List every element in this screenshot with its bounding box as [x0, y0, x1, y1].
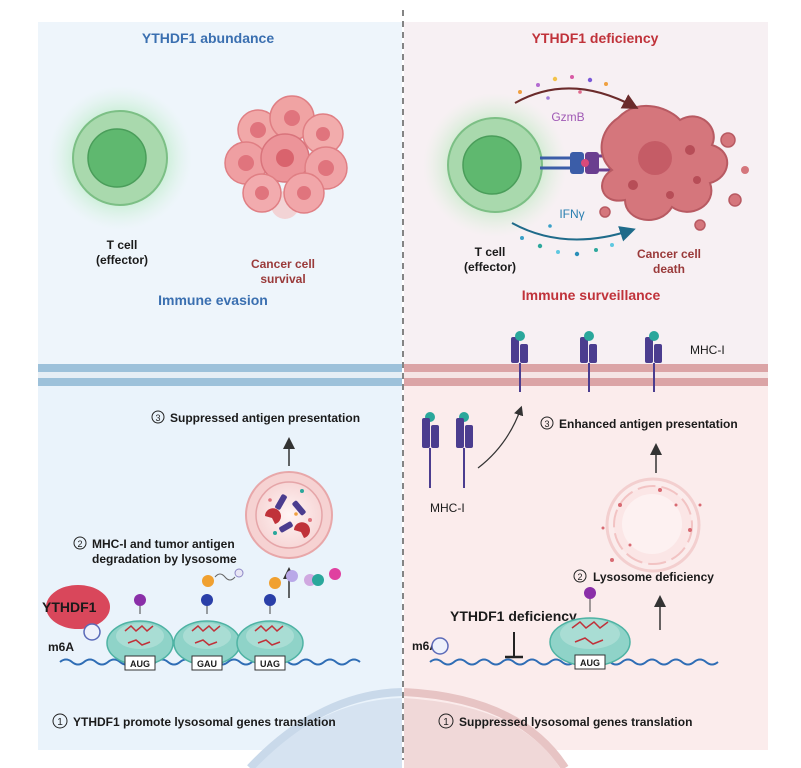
gzmb-label: GzmB [551, 110, 584, 124]
left-step1-badge [52, 713, 68, 729]
inhibition-symbol [505, 632, 523, 659]
left-membrane [38, 364, 402, 386]
right-step3-badge [540, 416, 554, 430]
mhc-surface-3 [645, 331, 662, 392]
right-tcell-label-1: T cell [475, 245, 506, 259]
gzmb-arrow [514, 75, 639, 109]
left-codon-box-2 [191, 655, 223, 671]
right-step2-text: Lysosome deficiency [593, 570, 714, 584]
mhc-label-left: MHC-I [430, 501, 465, 515]
nucleus-right-envelope [403, 688, 569, 768]
mhc-label-top: MHC-I [690, 343, 725, 357]
ythdf1-label: YTHDF1 [42, 599, 97, 615]
left-ribosome-1 [106, 594, 174, 666]
left-step3-num: 3 [155, 413, 160, 423]
left-codon-3: UAG [260, 659, 280, 669]
tcr-mhc-synapse [540, 152, 612, 174]
left-step2-line1: MHC-I and tumor antigen [92, 537, 235, 551]
right-cancer-label-2: death [653, 262, 685, 276]
left-ribosome-2 [173, 568, 244, 666]
right-step3-num: 3 [544, 419, 549, 429]
left-step2-badge [73, 536, 87, 550]
left-codon-2: GAU [197, 659, 217, 669]
right-step1-text: Suppressed lysosomal genes translation [459, 715, 692, 729]
left-tcell-label-2: (effector) [96, 253, 148, 267]
right-membrane [404, 364, 768, 386]
right-title: YTHDF1 deficiency [532, 30, 659, 46]
ythdf1-protein [46, 585, 110, 629]
mhc-internal-2 [456, 412, 473, 488]
right-outcome: Immune surveillance [522, 287, 661, 303]
left-m6a-mark [83, 623, 101, 641]
left-step3-text: Suppressed antigen presentation [170, 411, 360, 425]
right-tcell-label-2: (effector) [464, 260, 516, 274]
left-step2-line2: degradation by lysosome [92, 552, 237, 566]
right-codon: AUG [580, 658, 600, 668]
cancer-cell-cluster [224, 95, 348, 219]
right-step2-num: 2 [577, 572, 582, 582]
left-cancer-label-2: survival [260, 272, 305, 286]
left-cancer-label-1: Cancer cell [251, 257, 315, 271]
right-step3-text: Enhanced antigen presentation [559, 417, 738, 431]
left-ribosome-3 [236, 568, 341, 666]
mhc-surface-2 [580, 331, 597, 392]
right-m6a-label: m6A [412, 639, 438, 653]
left-step1-text: YTHDF1 promote lysosomal genes translati… [73, 715, 336, 729]
ythdf1-deficiency-label: YTHDF1 deficiency [450, 608, 577, 624]
left-codon-box-1 [124, 655, 156, 671]
left-m6a-label: m6A [48, 640, 74, 654]
ifng-arrow [511, 222, 636, 257]
mhc-internal-1 [422, 412, 439, 488]
deficient-lysosome [601, 477, 702, 573]
nucleus-left [255, 698, 402, 768]
right-bottom-panel [404, 380, 768, 750]
active-lysosome [245, 471, 333, 559]
right-codon-box [574, 654, 606, 670]
mhc-trafficking-arrow [477, 405, 524, 469]
left-codon-1: AUG [130, 659, 150, 669]
left-step1-num: 1 [57, 717, 63, 728]
left-step2-num: 2 [77, 539, 82, 549]
right-t-cell [423, 93, 567, 237]
nucleus-left-envelope [247, 688, 403, 768]
right-step2-badge [573, 569, 587, 583]
left-outcome: Immune evasion [158, 292, 268, 308]
left-tcell-label-1: T cell [107, 238, 138, 252]
ifng-label: IFNγ [559, 207, 584, 221]
mhc-surface-1 [511, 331, 528, 392]
left-t-cell [48, 86, 192, 230]
right-step1-num: 1 [443, 717, 449, 728]
dying-cancer-cell [599, 105, 749, 231]
right-cancer-label-1: Cancer cell [637, 247, 701, 261]
left-step3-badge [151, 410, 165, 424]
nucleus-right [404, 698, 560, 768]
left-title: YTHDF1 abundance [142, 30, 274, 46]
left-codon-box-3 [254, 655, 286, 671]
right-step1-badge [438, 713, 454, 729]
right-m6a-mark [431, 637, 449, 655]
left-bottom-panel [38, 380, 402, 750]
